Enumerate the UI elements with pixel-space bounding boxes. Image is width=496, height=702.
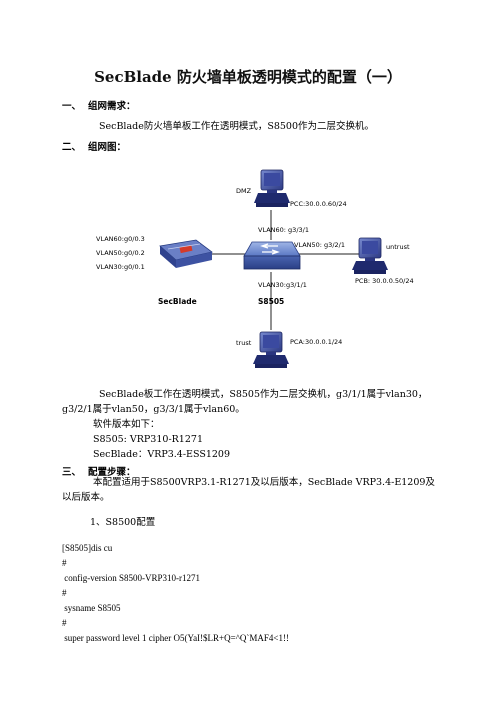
pc-trust-icon bbox=[253, 331, 289, 368]
vlan50-link-label: VLAN50: g3/2/1 bbox=[294, 241, 345, 249]
step-line-1: 本配置适用于S8500VRP3.1-R1271及以后版本，SecBlade VR… bbox=[93, 477, 435, 488]
requirement-text: SecBlade防火墙单板工作在透明模式，S8500作为二层交换机。 bbox=[99, 121, 375, 132]
section-number: 一、 bbox=[62, 101, 82, 112]
secblade-firewall-icon bbox=[159, 239, 213, 268]
section-number: 二、 bbox=[62, 142, 82, 153]
desc-line-4: S8505: VRP310-R1271 bbox=[93, 434, 203, 445]
secblade-label: SecBlade bbox=[158, 297, 197, 306]
switch-s8505-icon bbox=[243, 241, 301, 270]
config-line: # bbox=[62, 558, 67, 568]
vlan30-link-label: VLAN30:g3/1/1 bbox=[258, 281, 307, 289]
s8505-label: S8505 bbox=[258, 297, 284, 306]
config-line: config-version S8500-VRP310-r1271 bbox=[62, 573, 200, 583]
config-line: sysname S8505 bbox=[62, 603, 121, 613]
section-number: 三、 bbox=[62, 467, 82, 478]
page-title: SecBlade 防火墙单板透明模式的配置（一） bbox=[94, 68, 402, 86]
section-label: 组网需求： bbox=[88, 101, 136, 112]
untrust-label: untrust bbox=[386, 243, 410, 251]
config-line: # bbox=[62, 618, 67, 628]
desc-line-3: 软件版本如下： bbox=[93, 419, 160, 430]
pc-untrust-icon bbox=[352, 237, 388, 274]
desc-line-2: g3/2/1属于vlan50，g3/3/1属于vlan60。 bbox=[62, 404, 245, 415]
section-heading-requirements: 一、组网需求： bbox=[62, 98, 136, 112]
config-line: [S8505]dis cu bbox=[62, 543, 113, 553]
config-line: super password level 1 cipher O5(YaI!$LR… bbox=[62, 633, 289, 643]
secblade-port-3: VLAN30:g0/0.1 bbox=[96, 263, 145, 271]
section-heading-diagram: 二、组网图： bbox=[62, 139, 126, 153]
desc-line-1: SecBlade板工作在透明模式，S8505作为二层交换机，g3/1/1属于vl… bbox=[99, 389, 428, 400]
vlan60-link-label: VLAN60: g3/3/1 bbox=[258, 226, 309, 234]
pcb-label: PCB: 30.0.0.50/24 bbox=[355, 277, 414, 285]
pcc-label: PCC:30.0.0.60/24 bbox=[290, 200, 347, 208]
section-label: 配置步骤： bbox=[88, 467, 136, 478]
section-label: 组网图： bbox=[88, 142, 127, 153]
substep-s8500-config: 1、S8500配置 bbox=[90, 517, 156, 528]
trust-label: trust bbox=[236, 339, 252, 347]
desc-line-5: SecBlade：VRP3.4-ESS1209 bbox=[93, 449, 231, 460]
pc-dmz-icon bbox=[254, 169, 290, 207]
config-line: # bbox=[62, 588, 67, 598]
secblade-port-1: VLAN60:g0/0.3 bbox=[96, 235, 145, 243]
dmz-label: DMZ bbox=[236, 187, 252, 195]
secblade-port-2: VLAN50:g0/0.2 bbox=[96, 249, 145, 257]
step-line-2: 以后版本。 bbox=[62, 492, 110, 503]
section-heading-steps: 三、配置步骤： bbox=[62, 464, 136, 478]
pca-label: PCA:30.0.0.1/24 bbox=[290, 338, 342, 346]
